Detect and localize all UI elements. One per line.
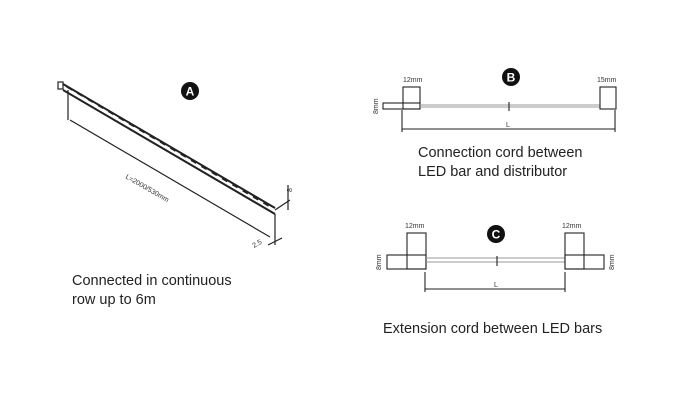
caption-b-line1: Connection cord between xyxy=(418,145,583,161)
diagram-b-connection-cord xyxy=(382,86,617,132)
badge-c xyxy=(487,225,505,243)
caption-c: Extension cord between LED bars xyxy=(383,321,603,337)
right-width-label: 15mm xyxy=(597,77,617,84)
badge-c-label: C xyxy=(492,228,501,242)
caption-a: Connected in continuous row up to 6m xyxy=(72,272,232,310)
caption-b-line2: LED bar and distributor xyxy=(418,164,568,180)
length-label: L xyxy=(494,282,498,289)
left-width-label: 12mm xyxy=(405,223,425,230)
length-label: L=2000/530mm xyxy=(124,174,170,205)
height-label: 8 xyxy=(287,188,294,192)
right-height-label: 8mm xyxy=(609,254,616,270)
right-width-label: 12mm xyxy=(562,223,582,230)
caption-a-line2: row up to 6m xyxy=(72,292,156,308)
diagram-c-extension-cord xyxy=(386,232,605,292)
caption-a-line1: Connected in continuous xyxy=(72,273,232,289)
depth-label: 2.5 xyxy=(252,239,264,250)
badge-a-label: A xyxy=(186,85,195,99)
badge-a xyxy=(181,82,199,100)
height-label: 8mm xyxy=(373,98,380,114)
left-height-label: 8mm xyxy=(376,254,383,270)
left-width-label: 12mm xyxy=(403,77,423,84)
badge-b-label: B xyxy=(507,71,516,85)
caption-b: Connection cord between LED bar and dist… xyxy=(418,144,582,182)
badge-b xyxy=(502,68,520,86)
diagram-a-led-bar xyxy=(57,81,291,246)
length-label: L xyxy=(506,122,510,129)
